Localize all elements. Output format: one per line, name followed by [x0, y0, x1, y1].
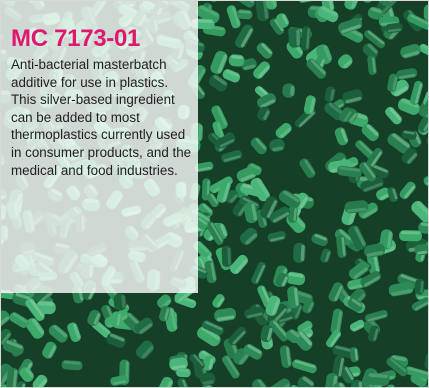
product-code-title: MC 7173-01: [11, 25, 141, 52]
product-info-panel: MC 7173-01 Anti-bacterial masterbatch ad…: [1, 1, 198, 293]
product-description: Anti-bacterial masterbatch additive for …: [11, 57, 192, 178]
